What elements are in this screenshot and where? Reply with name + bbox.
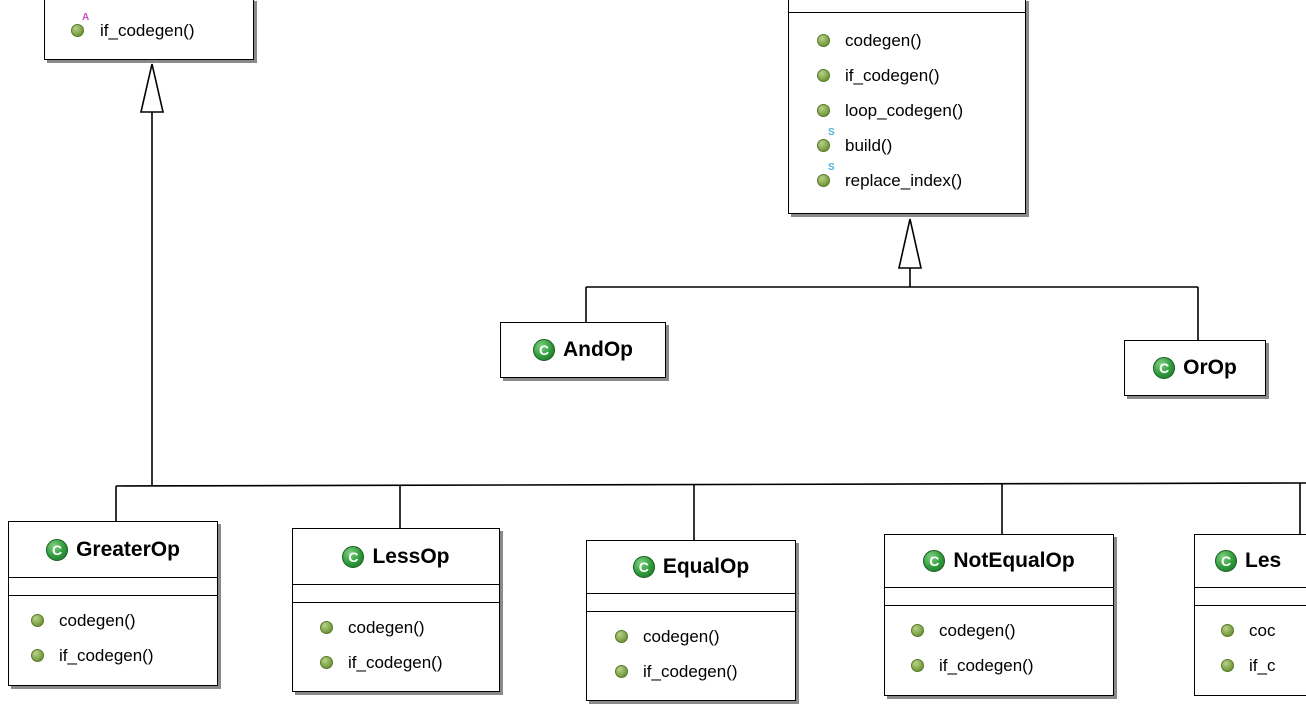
method-list: codegen() if_codegen() bbox=[587, 612, 795, 689]
method-icon bbox=[911, 659, 924, 672]
method-icon bbox=[1221, 624, 1234, 637]
class-icon: C bbox=[632, 556, 655, 578]
class-header: C LessOp bbox=[293, 529, 499, 584]
method-icon bbox=[817, 69, 830, 82]
method-icon bbox=[817, 34, 830, 47]
method-icon bbox=[817, 104, 830, 117]
class-header: C EqualOp bbox=[587, 541, 795, 593]
class-name: GreaterOp bbox=[76, 537, 180, 561]
class-box-andop[interactable]: C AndOp bbox=[500, 322, 666, 378]
inheritance-arrowhead bbox=[898, 218, 922, 269]
method-row[interactable]: if_c bbox=[1195, 648, 1306, 683]
method-row[interactable]: S replace_index() bbox=[789, 163, 1025, 198]
method-icon bbox=[615, 630, 628, 643]
class-icon: C bbox=[1215, 550, 1237, 572]
method-icon bbox=[911, 624, 924, 637]
method-row[interactable]: codegen() bbox=[9, 603, 217, 638]
class-box-equalop[interactable]: C EqualOp codegen() if_codegen() bbox=[586, 540, 796, 701]
method-row[interactable]: if_codegen() bbox=[587, 654, 795, 689]
method-icon bbox=[31, 614, 44, 627]
class-icon: C bbox=[923, 550, 946, 572]
method-row[interactable]: coc bbox=[1195, 613, 1306, 648]
class-header: C GreaterOp bbox=[9, 522, 217, 577]
method-icon bbox=[1221, 659, 1234, 672]
method-row[interactable]: codegen() bbox=[789, 23, 1025, 58]
attribute-section bbox=[293, 585, 499, 602]
method-list: codegen() if_codegen() loop_codegen() S … bbox=[789, 13, 1025, 198]
method-row[interactable]: codegen() bbox=[885, 613, 1113, 648]
class-header: C AndOp bbox=[501, 323, 665, 377]
attribute-section bbox=[1195, 588, 1306, 605]
class-icon: C bbox=[46, 538, 69, 561]
method-list: codegen() if_codegen() bbox=[9, 596, 217, 673]
class-header: C OrOp bbox=[1125, 341, 1265, 395]
method-row[interactable]: codegen() bbox=[587, 619, 795, 654]
method-list: codegen() if_codegen() bbox=[885, 606, 1113, 683]
class-box-top-left[interactable]: A if_codegen() bbox=[44, 0, 254, 60]
class-name: NotEqualOp bbox=[953, 549, 1075, 572]
method-row[interactable]: if_codegen() bbox=[293, 645, 499, 680]
class-icon: C bbox=[533, 339, 555, 361]
method-row[interactable]: if_codegen() bbox=[789, 58, 1025, 93]
inheritance-bus bbox=[115, 482, 1306, 487]
method-row[interactable]: if_codegen() bbox=[885, 648, 1113, 683]
class-header: C NotEqualOp bbox=[885, 535, 1113, 587]
class-name: OrOp bbox=[1183, 356, 1237, 379]
class-name: Les bbox=[1245, 549, 1282, 572]
static-method-icon: S bbox=[817, 163, 835, 187]
attribute-section bbox=[9, 578, 217, 595]
method-row[interactable]: codegen() bbox=[293, 610, 499, 645]
class-icon: C bbox=[342, 545, 365, 568]
method-list: coc if_c bbox=[1195, 606, 1306, 683]
class-box-notequalop[interactable]: C NotEqualOp codegen() if_codegen() bbox=[884, 534, 1114, 696]
class-name: AndOp bbox=[563, 338, 633, 361]
class-name: LessOp bbox=[372, 544, 450, 568]
method-row[interactable]: A if_codegen() bbox=[45, 13, 253, 48]
method-row[interactable]: if_codegen() bbox=[9, 638, 217, 673]
attribute-section bbox=[587, 594, 795, 611]
method-icon: A bbox=[71, 13, 89, 37]
method-list: A if_codegen() bbox=[45, 0, 253, 48]
class-icon: C bbox=[1153, 357, 1176, 379]
class-box-partial-right[interactable]: C Les coc if_c bbox=[1194, 534, 1306, 696]
method-icon bbox=[615, 665, 628, 678]
static-method-icon: S bbox=[817, 128, 835, 152]
method-row[interactable]: S build() bbox=[789, 128, 1025, 163]
class-name: EqualOp bbox=[662, 555, 750, 578]
attribute-section bbox=[885, 588, 1113, 605]
class-box-top-center[interactable]: codegen() if_codegen() loop_codegen() S … bbox=[788, 0, 1026, 214]
method-icon bbox=[320, 621, 333, 634]
class-box-orop[interactable]: C OrOp bbox=[1124, 340, 1266, 396]
method-icon bbox=[320, 656, 333, 669]
class-box-greaterop[interactable]: C GreaterOp codegen() if_codegen() bbox=[8, 521, 218, 686]
method-list: codegen() if_codegen() bbox=[293, 603, 499, 680]
inheritance-arrowhead bbox=[139, 63, 165, 113]
class-header: C Les bbox=[1195, 535, 1306, 587]
method-icon bbox=[31, 649, 44, 662]
class-box-lessop[interactable]: C LessOp codegen() if_codegen() bbox=[292, 528, 500, 692]
method-row[interactable]: loop_codegen() bbox=[789, 93, 1025, 128]
